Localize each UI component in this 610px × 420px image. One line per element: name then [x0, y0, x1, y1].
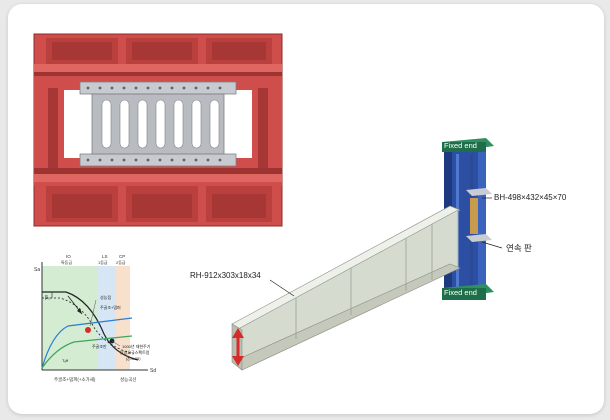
- reduced-spectrum-curve: [42, 297, 135, 355]
- steel-beam: [231, 205, 461, 371]
- region-ls-abbr: LS: [102, 254, 108, 259]
- beam-section-label: RH-912x303x18x34: [190, 271, 261, 280]
- slit-damper: [79, 81, 237, 167]
- fixed-end-bottom-label: Fixed end: [444, 288, 477, 297]
- beta-label: β₀: [45, 295, 50, 301]
- column-section-label: BH-498×432×45×70: [494, 193, 567, 202]
- region-ls-name: 1등급: [98, 260, 108, 265]
- footer-right-label: 성능곡선: [120, 376, 137, 383]
- top-fixed-plate: [442, 142, 486, 152]
- note-line-1: 1000년 재현주기: [122, 343, 151, 349]
- region-cp: [116, 266, 130, 370]
- capacity-spectrum-chart: Sa Sd IO 특등급 LS 1등급 CP 2등급 β₀ 성능점 주골조+댐퍼…: [34, 254, 156, 383]
- y-axis-label: Sa: [34, 267, 40, 273]
- frame-only-label: 주골조만: [92, 343, 107, 349]
- callouts: BH-498×432×45×70 연속 판 RH-912x303x18x34: [190, 193, 567, 297]
- frame-damper-capacity-curve: [41, 317, 133, 369]
- demand-spectrum-curve: [42, 291, 139, 361]
- performance-point-label: 성능점: [100, 294, 111, 300]
- fixed-end-top-label: Fixed end: [444, 141, 477, 150]
- x-axis-label: Sd: [150, 368, 156, 374]
- note-line-2: 탄성요구스펙트럼: [120, 349, 150, 355]
- figure-canvas: Sa Sd IO 특등급 LS 1등급 CP 2등급 β₀ 성능점 주골조+댐퍼…: [33, 33, 567, 383]
- region-io: [42, 266, 98, 370]
- figure-card: Sa Sd IO 특등급 LS 1등급 CP 2등급 β₀ 성능점 주골조+댐퍼…: [8, 4, 604, 414]
- region-io-name: 특등급: [61, 259, 72, 265]
- note-line-3: (ξ=0.05): [126, 356, 141, 361]
- region-cp-abbr: CP: [119, 254, 125, 259]
- region-io-abbr: IO: [66, 254, 71, 259]
- region-cp-name: 2등급: [116, 260, 126, 265]
- bottom-fixed-plate: [442, 288, 486, 300]
- performance-point-marker: [85, 327, 91, 333]
- continuity-plate-label: 연속 판: [506, 243, 532, 253]
- panel-zone: [470, 198, 478, 234]
- t-eff-label: Tₑff: [62, 358, 69, 363]
- frame-only-capacity-curve: [41, 335, 133, 369]
- frame-damper-label: 주골조+댐퍼: [100, 304, 121, 310]
- footer-left-label: 주골조+댐퍼(+소가새): [54, 376, 96, 383]
- region-ls: [98, 266, 116, 370]
